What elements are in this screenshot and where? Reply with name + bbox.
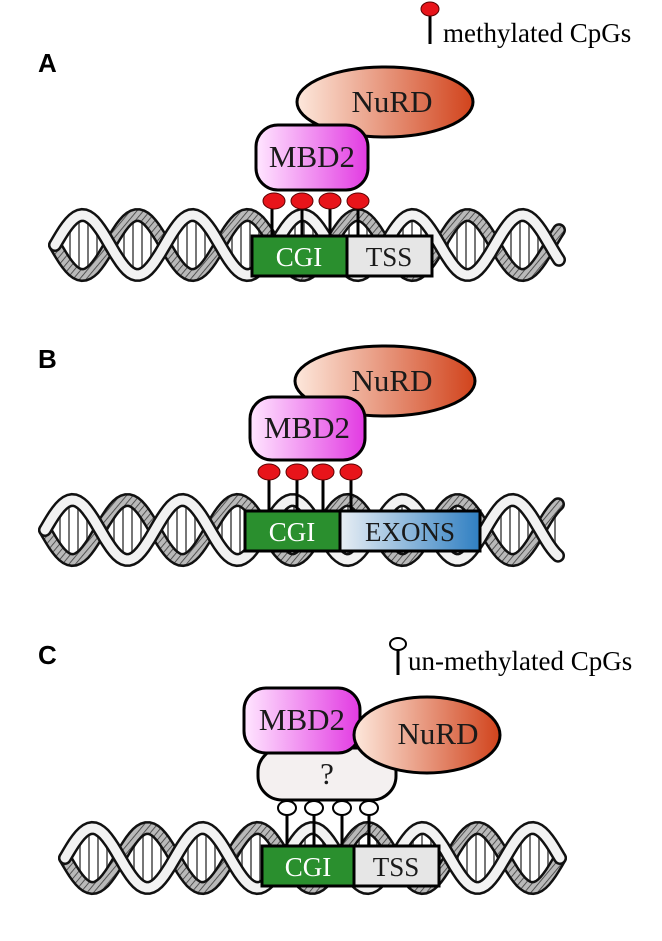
unmethylated-cpg-icon (389, 637, 407, 651)
tss-box (345, 234, 434, 278)
cpg-stems-b (267, 478, 353, 515)
legend-methylated: methylated CpGs (420, 1, 631, 48)
cpg-stems-a (270, 205, 360, 238)
methylated-cpgs-b (257, 463, 363, 481)
exons-label: EXONS (365, 517, 455, 547)
mbd2-label: MBD2 (259, 702, 345, 737)
legend-unmethylated-label: un-methylated CpGs (408, 646, 632, 676)
cpg-stems-c (285, 813, 371, 850)
unmethylated-cpg-icon (359, 800, 379, 816)
unmethylated-cpg-icon (277, 800, 297, 816)
methylated-cpg-icon (311, 463, 335, 481)
cgi-label: CGI (269, 517, 316, 547)
mbd2-label: MBD2 (264, 410, 350, 445)
methylated-cpg-icon (290, 192, 314, 210)
methylated-cpg-icon (257, 463, 281, 481)
exons-box (338, 509, 482, 553)
panel-a: A CGI TSS NuRD MBD2 (38, 48, 566, 283)
nurd-complex (352, 695, 502, 775)
tss-label: TSS (366, 242, 413, 272)
mbd2-protein (254, 123, 370, 192)
methylated-cpg-icon (420, 1, 440, 17)
unmethylated-cpg-icon (304, 800, 324, 816)
panel-b: B CGI EXONS NuRD MBD2 (38, 344, 565, 568)
unknown-label: ? (320, 756, 334, 791)
methylated-cpg-icon (339, 463, 363, 481)
methylated-cpg-icon (285, 463, 309, 481)
panel-label-a: A (38, 48, 57, 78)
nurd-label: NuRD (352, 84, 433, 119)
methylated-cpg-icon (346, 192, 370, 210)
nurd-label: NuRD (398, 716, 479, 751)
panel-label-b: B (38, 344, 57, 374)
panel-label-c: C (38, 640, 57, 670)
cgi-box (250, 234, 349, 278)
legend-unmethylated: un-methylated CpGs (389, 637, 632, 676)
tss-label: TSS (373, 852, 420, 882)
cgi-label: CGI (276, 242, 323, 272)
tss-box (352, 844, 441, 888)
nurd-complex (295, 65, 475, 139)
unmethylated-cpg-icon (332, 800, 352, 816)
cgi-box (260, 844, 356, 888)
cgi-label: CGI (285, 852, 332, 882)
helix-strand (60, 823, 565, 893)
mbd2-protein (248, 395, 367, 462)
helix-strand (50, 210, 564, 280)
methylated-cpg-icon (318, 192, 342, 210)
methylated-cpg-icon (262, 192, 286, 210)
methylated-cpgs-a (262, 192, 370, 210)
legend-methylated-label: methylated CpGs (443, 18, 631, 48)
nurd-label: NuRD (352, 363, 433, 398)
unmethylated-cpgs-c (277, 800, 379, 816)
mbd2-label: MBD2 (269, 139, 355, 174)
panel-c: C CGI TSS ? MBD2 NuRD (38, 640, 567, 896)
